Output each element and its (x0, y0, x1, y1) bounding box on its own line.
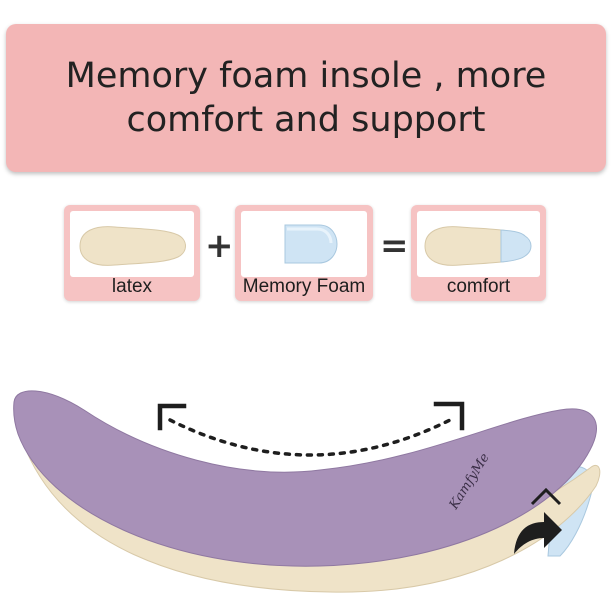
upward-support-arrow-icon (514, 487, 562, 554)
memory-foam-card: Memory Foam (235, 205, 373, 301)
insole-illustration: KamfyMe (13, 390, 601, 593)
latex-card: latex (64, 205, 200, 301)
headline-line-1: Memory foam insole , more (65, 56, 547, 96)
equals-sign: = (380, 226, 409, 266)
memory-foam-label: Memory Foam (242, 276, 366, 297)
flex-arc-arrow-icon (157, 401, 465, 457)
latex-insole-icon (79, 226, 186, 266)
comfort-card: comfort (411, 205, 546, 301)
combined-insole-icon (424, 226, 532, 266)
comfort-label: comfort (446, 276, 511, 297)
plus-sign: + (205, 226, 234, 266)
memory-foam-image (241, 211, 367, 277)
latex-label: latex (111, 276, 153, 297)
headline-banner: Memory foam insole , more comfort and su… (6, 24, 606, 172)
headline-line-2: comfort and support (126, 100, 486, 140)
latex-image (70, 211, 194, 277)
comfort-image (417, 211, 540, 277)
memory-foam-pad-icon (284, 224, 338, 264)
